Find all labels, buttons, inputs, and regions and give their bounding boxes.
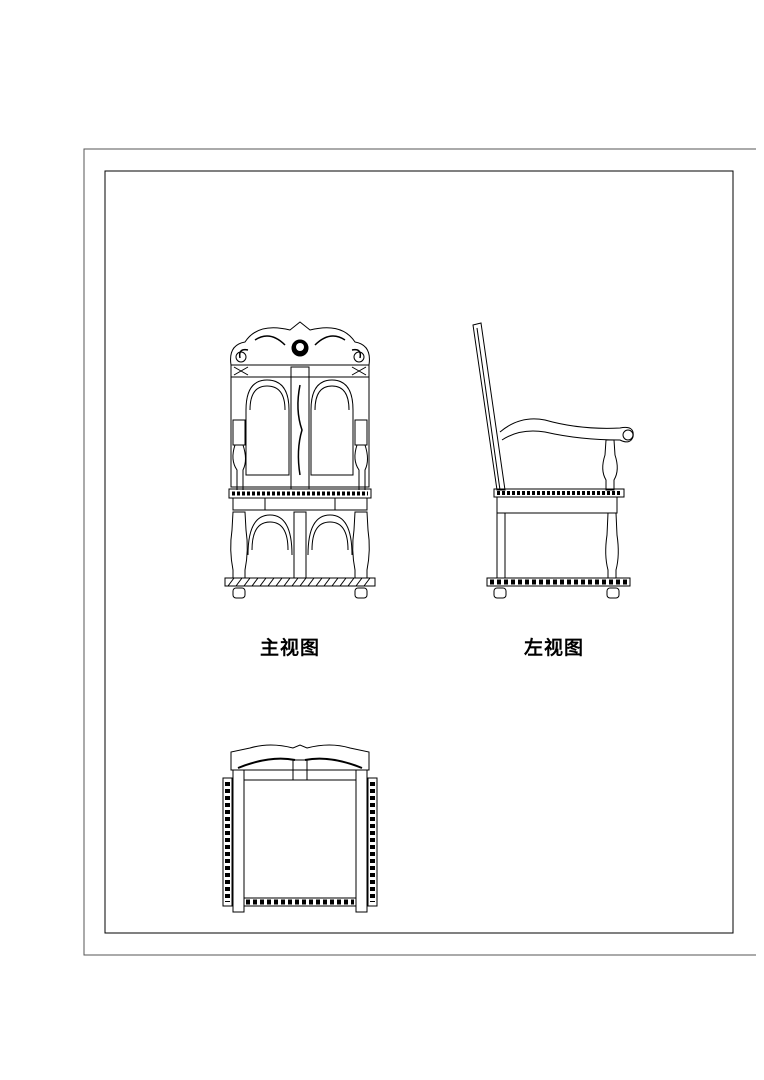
left-view-label: 左视图 xyxy=(524,637,585,659)
left-view-chair xyxy=(472,322,634,599)
inner-frame xyxy=(104,170,734,934)
front-view-chair xyxy=(224,321,376,599)
front-view-label: 主视图 xyxy=(260,637,321,659)
outer-frame xyxy=(83,148,756,956)
top-view-chair xyxy=(222,744,378,913)
